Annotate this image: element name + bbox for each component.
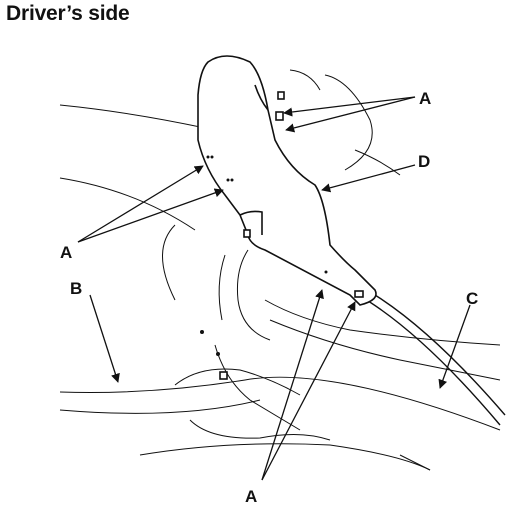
- callout-a-left: A: [60, 243, 72, 262]
- leader-lines: [77, 96, 471, 481]
- page-title: Driver’s side: [6, 2, 130, 25]
- callout-c: C: [466, 289, 478, 308]
- callout-b: B: [70, 279, 82, 298]
- background-structure: [59, 69, 501, 471]
- cover-d: [197, 55, 377, 380]
- callout-a-bottom: A: [245, 487, 257, 506]
- callout-a-top-right: A: [419, 89, 431, 108]
- clip-markers: [200, 155, 328, 356]
- callout-d: D: [418, 152, 430, 171]
